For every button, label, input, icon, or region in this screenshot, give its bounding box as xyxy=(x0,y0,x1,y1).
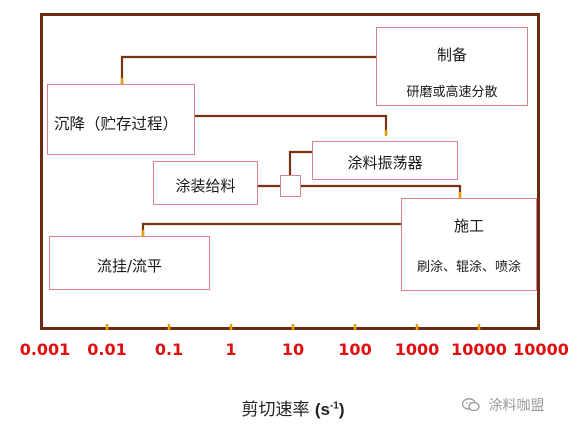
axis-tick-marks xyxy=(105,324,481,330)
connector-smallbox-shaker xyxy=(288,150,312,175)
box-sag-level: 流挂/流平 xyxy=(49,236,210,290)
x-tick-label: 0.01 xyxy=(87,340,127,359)
x-axis-title: 剪切速率 (s-1) xyxy=(241,395,344,420)
connector-sedimentation-shaker xyxy=(195,114,388,135)
x-tick-label: 0.001 xyxy=(19,340,71,359)
connector-application-saglevel xyxy=(141,222,401,236)
x-tick-label: 10 xyxy=(281,340,305,359)
box-application: 施工 刷涂、辊涂、喷涂 xyxy=(401,198,537,291)
box-feeding-title: 涂装给料 xyxy=(175,177,236,195)
x-tick-label: 10000 xyxy=(451,340,507,359)
connector-preparation-sedimentation xyxy=(120,55,376,84)
box-shaker: 涂料振荡器 xyxy=(312,141,458,180)
watermark: 涂料咖盟 xyxy=(461,395,545,415)
box-preparation-subtitle: 研磨或高速分散 xyxy=(406,85,498,100)
box-preparation-title: 制备 xyxy=(436,46,467,64)
x-tick-label: 1 xyxy=(225,340,237,359)
connector-smallbox-application xyxy=(301,184,462,198)
x-tick-label: 0.1 xyxy=(154,340,184,359)
x-tick-label: 1000 xyxy=(394,340,440,359)
box-sedimentation: 沉降（贮存过程） xyxy=(47,84,195,155)
box-junction xyxy=(280,175,301,197)
watermark-text: 涂料咖盟 xyxy=(488,398,545,414)
x-axis-title-unit: (s-1) xyxy=(314,400,345,419)
box-application-title: 施工 xyxy=(453,217,484,235)
x-axis-title-main: 剪切速率 xyxy=(241,400,310,420)
box-sag-level-title: 流挂/流平 xyxy=(96,257,163,275)
diagram-frame xyxy=(40,13,540,330)
wechat-icon xyxy=(461,398,480,412)
box-application-subtitle: 刷涂、辊涂、喷涂 xyxy=(416,260,521,275)
box-sedimentation-title: 沉降（贮存过程） xyxy=(54,115,179,133)
x-tick-label: 100 xyxy=(338,340,372,359)
box-preparation: 制备 研磨或高速分散 xyxy=(376,27,528,106)
x-tick-label: 10000 xyxy=(513,340,569,359)
box-feeding: 涂装给料 xyxy=(153,161,258,205)
box-shaker-title: 涂料振荡器 xyxy=(347,154,423,172)
